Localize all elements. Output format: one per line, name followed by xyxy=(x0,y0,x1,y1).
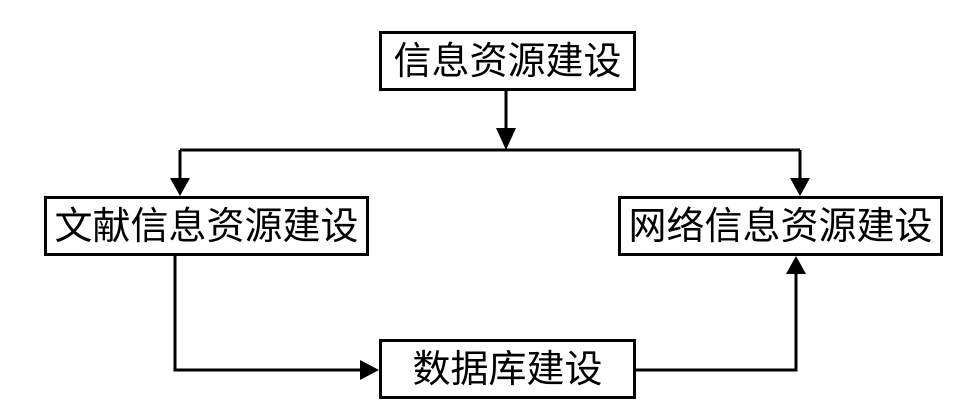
node-information-resource-construction: 信息资源建设 xyxy=(379,31,636,91)
arrowhead-to-split xyxy=(496,128,516,150)
node-database-construction: 数据库建设 xyxy=(379,339,636,399)
node-label: 文献信息资源建设 xyxy=(54,204,359,248)
edge-left-to-bottom xyxy=(173,256,362,372)
arrowhead-to-right-from-bottom xyxy=(786,256,806,274)
node-label: 网络信息资源建设 xyxy=(628,204,933,248)
node-document-information-resource-construction: 文献信息资源建设 xyxy=(44,196,369,256)
edge-bottom-to-right xyxy=(636,272,798,372)
node-label: 信息资源建设 xyxy=(393,39,622,83)
arrowhead-to-left xyxy=(170,178,190,196)
arrowhead-to-bottom xyxy=(360,360,379,380)
arrowhead-to-right xyxy=(790,178,810,196)
node-network-information-resource-construction: 网络信息资源建设 xyxy=(618,196,943,256)
node-label: 数据库建设 xyxy=(412,347,603,391)
